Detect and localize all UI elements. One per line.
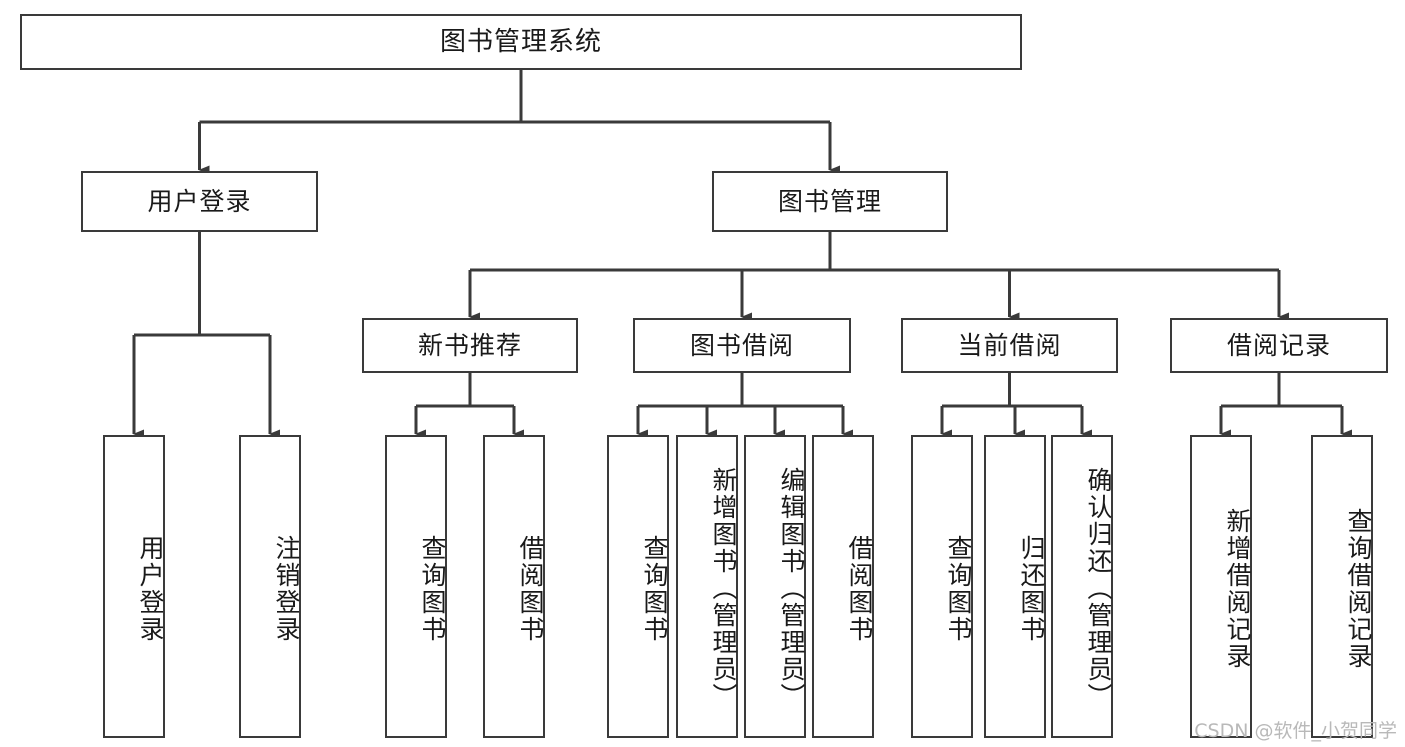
leaf-edit-book[interactable]: 编辑图书（管理员） — [744, 435, 806, 738]
leaf-query-book-3[interactable]: 查询图书 — [911, 435, 973, 738]
node-book-borrow[interactable]: 图书借阅 — [633, 318, 851, 373]
node-new-book-rec[interactable]: 新书推荐 — [362, 318, 578, 373]
leaf-borrow-book-2-label: 借阅图书 — [845, 534, 874, 643]
leaf-return-book[interactable]: 归还图书 — [984, 435, 1046, 738]
node-book-manage[interactable]: 图书管理 — [712, 171, 948, 232]
leaf-add-book-label: 新增图书（管理员） — [709, 467, 738, 710]
leaf-add-book[interactable]: 新增图书（管理员） — [676, 435, 738, 738]
node-root-label: 图书管理系统 — [439, 26, 602, 57]
leaf-borrow-book-1[interactable]: 借阅图书 — [483, 435, 545, 738]
leaf-query-record[interactable]: 查询借阅记录 — [1311, 435, 1373, 738]
leaf-logout-login-label: 注销登录 — [272, 534, 301, 643]
node-root[interactable]: 图书管理系统 — [20, 14, 1022, 70]
node-book-borrow-label: 图书借阅 — [689, 330, 794, 360]
leaf-user-login-label: 用户登录 — [136, 534, 165, 643]
node-borrow-record-label: 借阅记录 — [1226, 330, 1331, 360]
leaf-confirm-return[interactable]: 确认归还（管理员） — [1051, 435, 1113, 738]
leaf-user-login[interactable]: 用户登录 — [103, 435, 165, 738]
leaf-query-record-label: 查询借阅记录 — [1344, 507, 1373, 670]
leaf-logout-login[interactable]: 注销登录 — [239, 435, 301, 738]
leaf-return-book-label: 归还图书 — [1017, 534, 1046, 643]
leaf-add-record-label: 新增借阅记录 — [1223, 507, 1252, 670]
node-new-book-rec-label: 新书推荐 — [417, 330, 522, 360]
csdn-watermark: CSDN @软件_小贺同学 — [1194, 720, 1397, 742]
leaf-query-book-3-label: 查询图书 — [944, 534, 973, 643]
leaf-query-book-2[interactable]: 查询图书 — [607, 435, 669, 738]
node-current-borrow[interactable]: 当前借阅 — [901, 318, 1118, 373]
leaf-borrow-book-1-label: 借阅图书 — [516, 534, 545, 643]
leaf-query-book-1[interactable]: 查询图书 — [385, 435, 447, 738]
leaf-add-record[interactable]: 新增借阅记录 — [1190, 435, 1252, 738]
leaf-borrow-book-2[interactable]: 借阅图书 — [812, 435, 874, 738]
leaf-query-book-1-label: 查询图书 — [418, 534, 447, 643]
leaf-query-book-2-label: 查询图书 — [640, 534, 669, 643]
node-book-manage-label: 图书管理 — [777, 186, 882, 216]
node-current-borrow-label: 当前借阅 — [957, 330, 1062, 360]
node-user-login-label: 用户登录 — [147, 186, 252, 216]
node-user-login[interactable]: 用户登录 — [81, 171, 318, 232]
leaf-confirm-return-label: 确认归还（管理员） — [1084, 467, 1113, 710]
leaf-edit-book-label: 编辑图书（管理员） — [777, 467, 806, 710]
node-borrow-record[interactable]: 借阅记录 — [1170, 318, 1388, 373]
